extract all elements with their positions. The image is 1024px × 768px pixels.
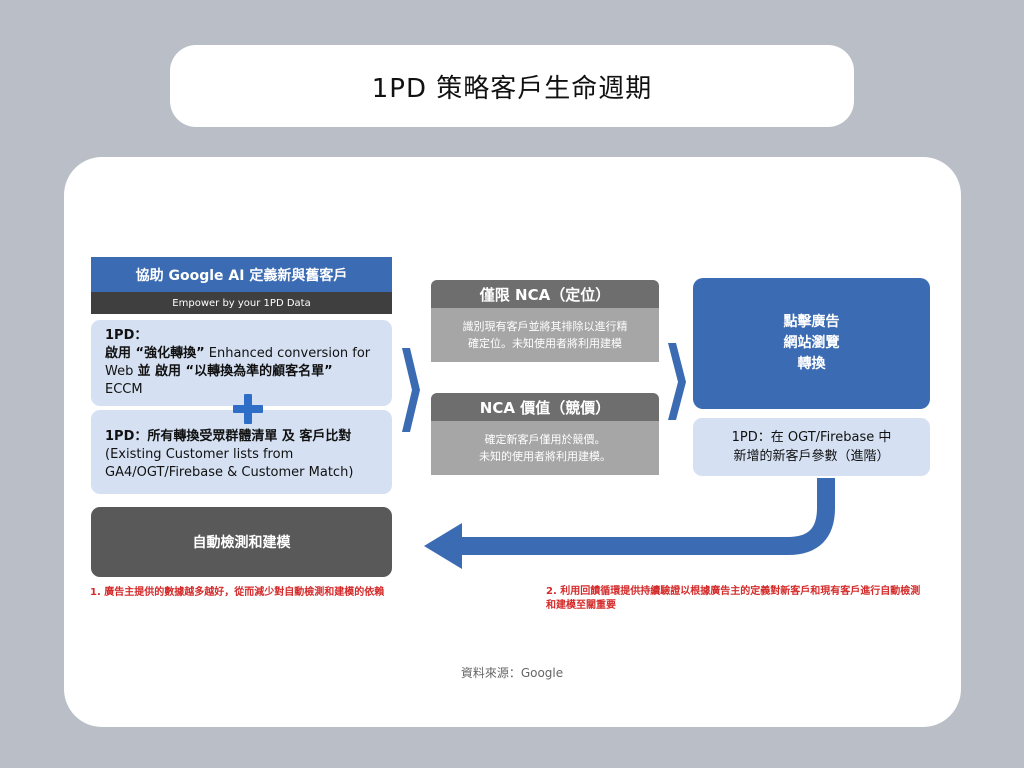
chevron-right-icon-2 bbox=[668, 343, 686, 420]
nca-targeting-header: 僅限 NCA（定位） bbox=[431, 280, 659, 308]
ad-click-box: 點擊廣告 網站瀏覽 轉換 bbox=[693, 278, 930, 409]
eccm-line1: 1PD： bbox=[105, 328, 148, 343]
eccm-line2-bold: 啟用 “強化轉換” bbox=[105, 346, 205, 361]
nca-bidding-line1: 確定新客戶僅用於競價。 bbox=[484, 433, 606, 446]
eccm-line3-plain: Web bbox=[105, 364, 138, 379]
customer-list-line2: (Existing Customer lists from bbox=[105, 447, 294, 462]
ad-click-line1: 點擊廣告 bbox=[783, 314, 840, 330]
left-header: 協助 Google AI 定義新與舊客戶 bbox=[91, 257, 392, 292]
new-customer-line2: 新增的新客戶參數（進階） bbox=[733, 449, 890, 464]
source-credit: 資料來源：Google bbox=[460, 666, 564, 680]
eccm-line2-rest: Enhanced conversion for bbox=[204, 346, 371, 361]
nca-targeting-line1: 識別現有客戶並將其排除以進行精 bbox=[462, 320, 628, 333]
left-subheader: Empower by your 1PD Data bbox=[91, 292, 392, 314]
chevron-right-icon bbox=[402, 348, 420, 432]
nca-targeting-body: 識別現有客戶並將其排除以進行精 確定位。未知使用者將利用建模 bbox=[431, 308, 659, 362]
nca-bidding-body: 確定新客戶僅用於競價。 未知的使用者將利用建模。 bbox=[431, 421, 659, 475]
new-customer-line1: 1PD：在 OGT/Firebase 中 bbox=[731, 430, 892, 445]
nca-bidding-header: NCA 價值（競價） bbox=[431, 393, 659, 421]
eccm-line3-bold: 並 啟用 “以轉換為準的顧客名單” bbox=[137, 364, 333, 379]
note-2: 2. 利用回饋循環提供持續驗證以根據廣告主的定義對新客戶和現有客戶進行自動檢測和… bbox=[546, 586, 921, 611]
ad-click-line2: 網站瀏覽 bbox=[783, 335, 840, 351]
customer-list-line3: GA4/OGT/Firebase & Customer Match) bbox=[105, 465, 354, 480]
ad-click-line3: 轉換 bbox=[797, 356, 826, 372]
feedback-arrow-icon bbox=[460, 478, 835, 555]
auto-modeling-text: 自動檢測和建模 bbox=[192, 535, 291, 551]
customer-list-line1: 1PD：所有轉換受眾群體清單 及 客戶比對 bbox=[105, 429, 352, 444]
nca-targeting-line2: 確定位。未知使用者將利用建模 bbox=[468, 337, 622, 350]
page-title-card: 1PD 策略客戶生命週期 bbox=[170, 45, 854, 127]
nca-bidding-line2: 未知的使用者將利用建模。 bbox=[479, 450, 611, 463]
eccm-box: 1PD： 啟用 “強化轉換” Enhanced conversion for W… bbox=[91, 320, 392, 406]
nca-bidding-title: NCA 價值（競價） bbox=[479, 398, 611, 417]
eccm-line4: ECCM bbox=[105, 382, 143, 397]
customer-list-box: 1PD：所有轉換受眾群體清單 及 客戶比對 (Existing Customer… bbox=[91, 410, 392, 494]
feedback-arrowhead-icon bbox=[424, 523, 462, 569]
plus-icon-bar bbox=[233, 405, 263, 413]
auto-modeling-box: 自動檢測和建模 bbox=[91, 507, 392, 577]
left-header-text: 協助 Google AI 定義新與舊客戶 bbox=[135, 267, 348, 284]
nca-targeting-title: 僅限 NCA（定位） bbox=[479, 285, 611, 304]
note-1: 1. 廣告主提供的數據越多越好，從而減少對自動檢測和建模的依賴 bbox=[90, 587, 385, 598]
new-customer-param-box: 1PD：在 OGT/Firebase 中 新增的新客戶參數（進階） bbox=[693, 418, 930, 476]
page-title: 1PD 策略客戶生命週期 bbox=[371, 73, 653, 104]
left-subheader-text: Empower by your 1PD Data bbox=[172, 297, 311, 309]
